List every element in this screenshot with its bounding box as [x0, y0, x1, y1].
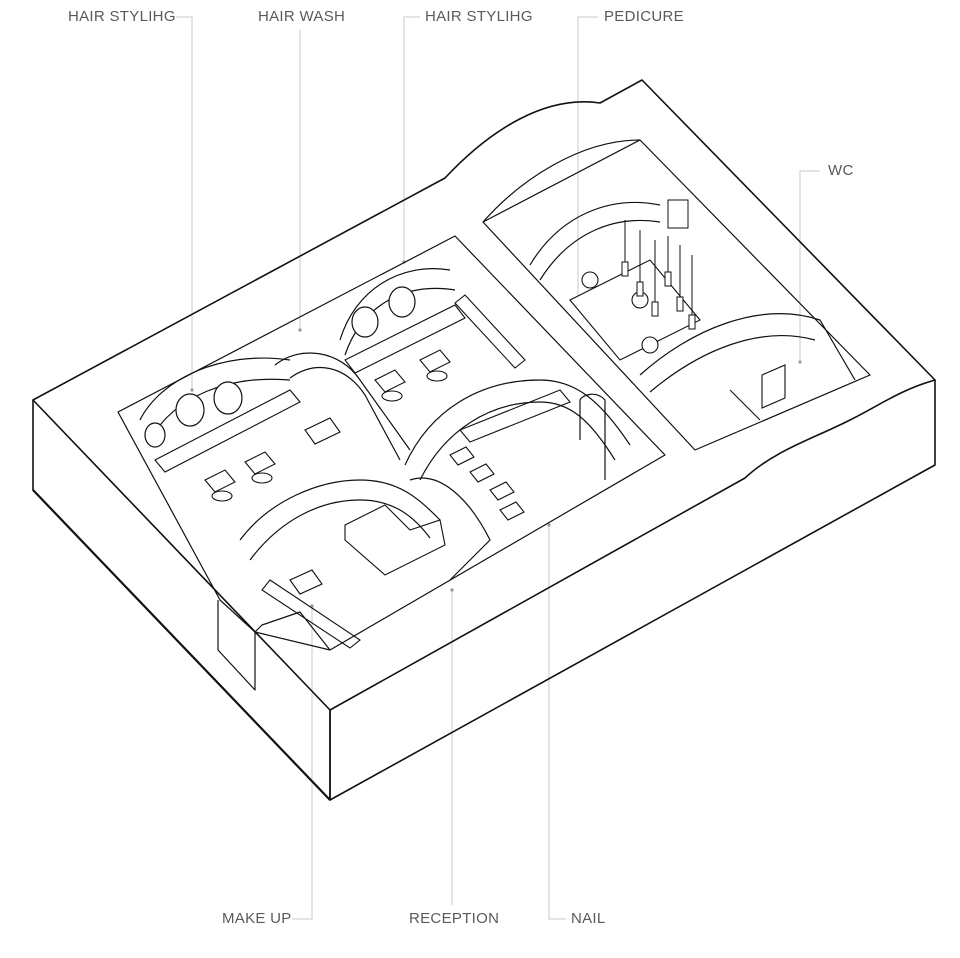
shell-right-face	[329, 380, 936, 801]
leader-pedicure	[577, 16, 598, 300]
label-nail: NAIL	[571, 910, 606, 927]
label-make-up: MAKE UP	[222, 910, 292, 927]
arch-wc	[639, 313, 856, 381]
shell-bottom-edge	[32, 489, 331, 801]
label-hair-styling-right: HAIR STYLIHG	[425, 8, 533, 25]
shell-front-face	[32, 400, 331, 801]
leader-make-up	[292, 606, 313, 920]
arch-hair-wash	[274, 352, 411, 451]
wc-door	[729, 364, 786, 421]
label-hair-styling-left: HAIR STYLIHG	[68, 8, 176, 25]
leader-wc	[799, 170, 820, 362]
arch-reception	[409, 477, 491, 581]
mirrors	[144, 286, 416, 448]
counters	[154, 294, 571, 649]
label-hair-wash: HAIR WASH	[258, 8, 346, 25]
arch-pedicure	[529, 201, 661, 266]
leader-hair-styling-right	[403, 16, 420, 262]
label-reception: RECEPTION	[409, 910, 500, 927]
room-cutouts	[117, 139, 871, 691]
leader-lines	[176, 16, 820, 920]
pedicure-room-outline	[482, 139, 871, 451]
chairs	[204, 349, 525, 595]
pendant-lights	[621, 199, 696, 330]
reception-desk	[344, 504, 446, 576]
label-pedicure: PEDICURE	[604, 8, 684, 25]
arch-hair-styling-right	[339, 268, 451, 341]
shell-top-outline	[32, 79, 936, 711]
leader-nail	[548, 525, 566, 920]
arch-front	[239, 479, 441, 541]
arch-hair-styling-left	[139, 357, 291, 421]
leader-dots	[190, 260, 802, 608]
leader-hair-styling-left	[176, 16, 193, 390]
building-shell	[32, 79, 936, 801]
label-wc: WC	[828, 162, 854, 179]
arch-central	[404, 379, 631, 466]
arches	[139, 201, 856, 581]
